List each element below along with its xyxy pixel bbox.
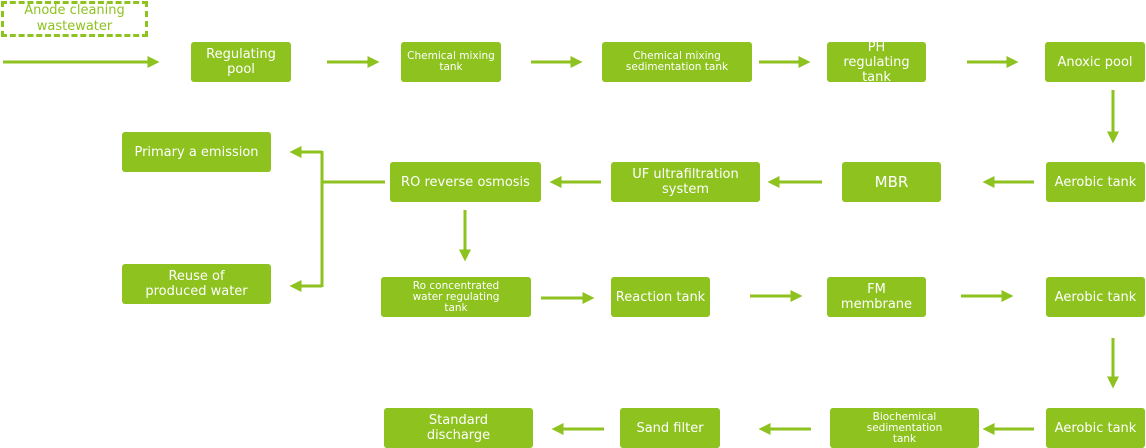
step-fm-membrane: FM membrane xyxy=(827,277,926,317)
step-ro-concentrated-water-regulating-tank: Ro concentrated water regulating tank xyxy=(381,277,531,317)
step-chemical-mixing-tank: Chemical mixing tank xyxy=(401,42,501,82)
step-aerobic-tank-1: Aerobic tank xyxy=(1046,162,1145,202)
step-anoxic-pool: Anoxic pool xyxy=(1045,42,1145,82)
step-ro-reverse-osmosis: RO reverse osmosis xyxy=(390,162,541,202)
output-reuse-produced-water: Reuse of produced water xyxy=(122,264,271,304)
output-standard-discharge: Standard discharge xyxy=(384,408,533,448)
source-anode-cleaning-wastewater: Anode cleaning wastewater xyxy=(1,1,148,37)
step-ph-regulating-tank: PH regulating tank xyxy=(827,40,926,85)
step-chemical-mixing-sedimentation-tank: Chemical mixing sedimentation tank xyxy=(602,42,752,82)
step-mbr: MBR xyxy=(842,162,941,202)
step-biochemical-sedimentation-tank: Biochemical sedimentation tank xyxy=(830,408,979,448)
step-reaction-tank: Reaction tank xyxy=(611,277,710,317)
output-primary-emission: Primary a emission xyxy=(122,132,271,172)
step-aerobic-tank-2: Aerobic tank xyxy=(1046,277,1145,317)
step-sand-filter: Sand filter xyxy=(620,408,720,448)
step-uf-ultrafiltration-system: UF ultrafiltration system xyxy=(611,162,760,202)
step-regulating-pool: Regulating pool xyxy=(191,42,291,82)
step-aerobic-tank-3: Aerobic tank xyxy=(1046,408,1145,448)
